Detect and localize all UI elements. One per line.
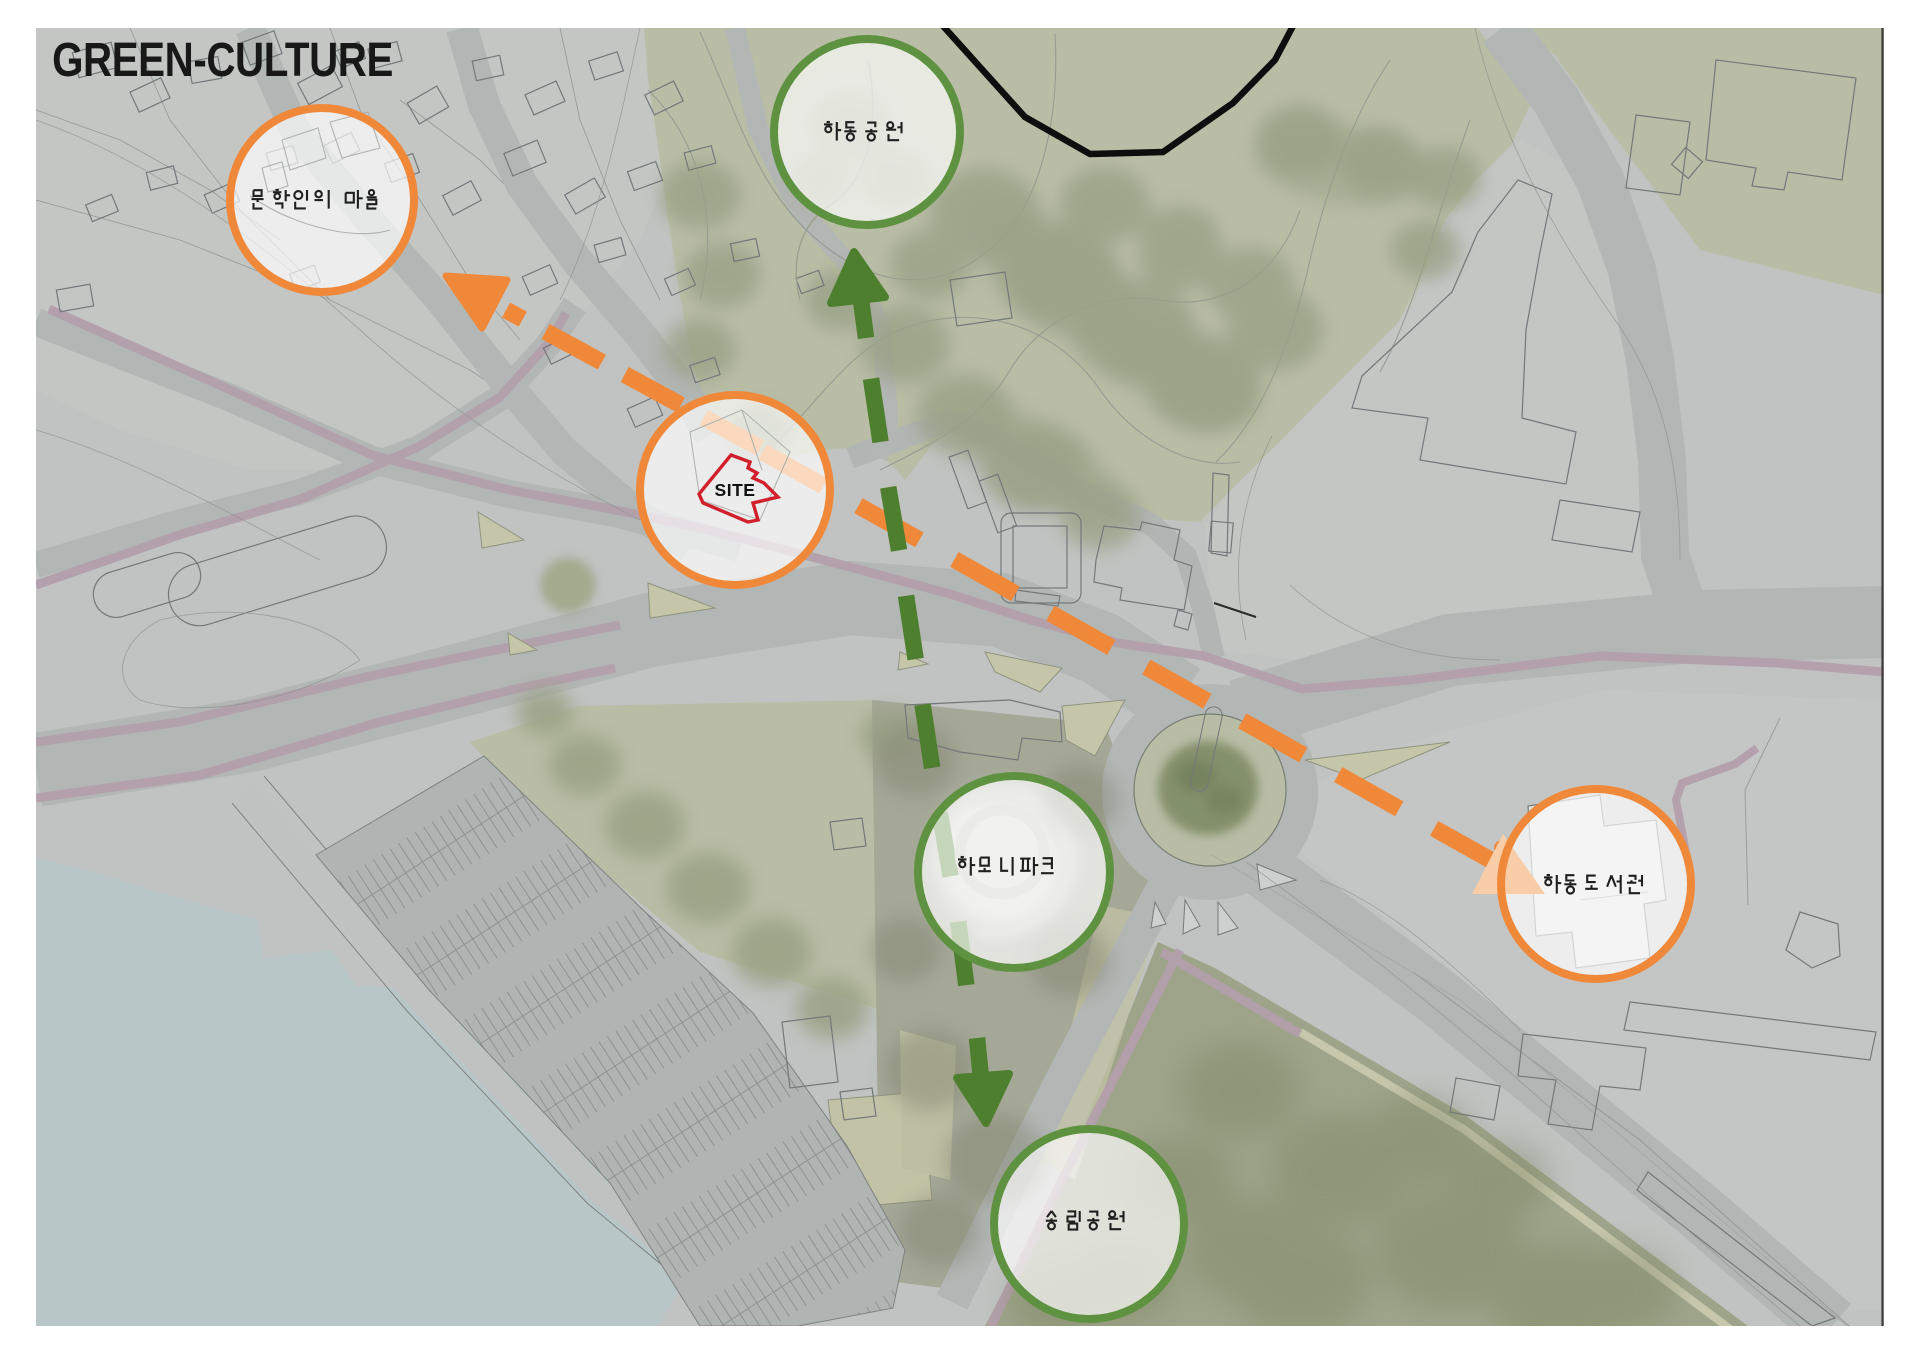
svg-text:GREEN-CULTURE: GREEN-CULTURE (52, 34, 393, 87)
svg-text:SITE: SITE (715, 480, 756, 500)
